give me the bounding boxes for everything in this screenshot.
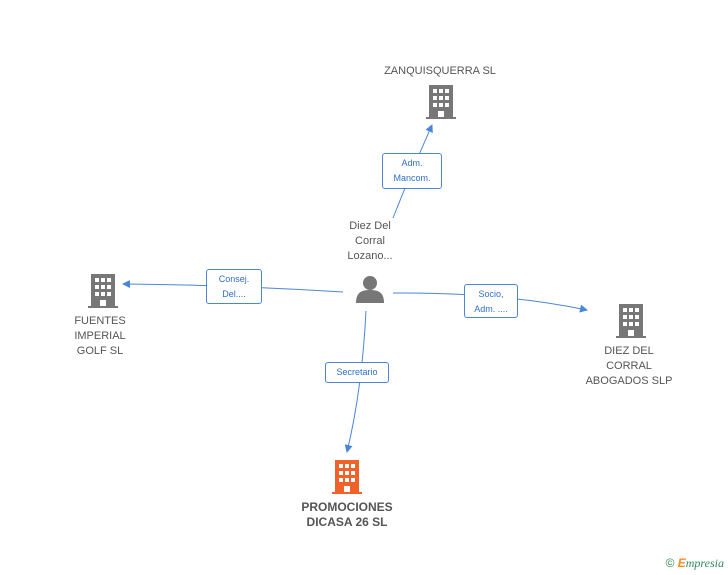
brand-name: mpresia <box>685 556 724 570</box>
building-icon[interactable] <box>426 85 456 119</box>
empresia-logo: © Empresia <box>666 556 724 571</box>
person-icon[interactable] <box>355 274 385 304</box>
copyright-symbol: © <box>665 556 675 570</box>
building-icon[interactable] <box>332 460 362 494</box>
brand-initial: E <box>677 556 686 570</box>
center-person-label[interactable]: Diez Del Corral Lozano... <box>347 220 393 262</box>
node-label-diez-del-corral[interactable]: DIEZ DEL CORRAL ABOGADOS SLP <box>585 345 673 387</box>
node-label-zanquisquerra[interactable]: ZANQUISQUERRA SL <box>384 65 496 77</box>
edge-label-consej-del[interactable]: Consej. Del.... <box>206 269 262 304</box>
building-icon[interactable] <box>616 304 646 338</box>
edge-label-socio-adm[interactable]: Socio, Adm. .... <box>464 284 518 318</box>
edge-label-secretario[interactable]: Secretario <box>325 362 389 383</box>
node-label-promociones[interactable]: PROMOCIONES DICASA 26 SL <box>301 500 393 529</box>
edge-label-adm-mancom[interactable]: Adm. Mancom. <box>382 153 442 189</box>
node-label-fuentes[interactable]: FUENTES IMPERIAL GOLF SL <box>74 315 126 357</box>
building-icon[interactable] <box>88 274 118 308</box>
edge-line-promociones <box>344 310 367 453</box>
